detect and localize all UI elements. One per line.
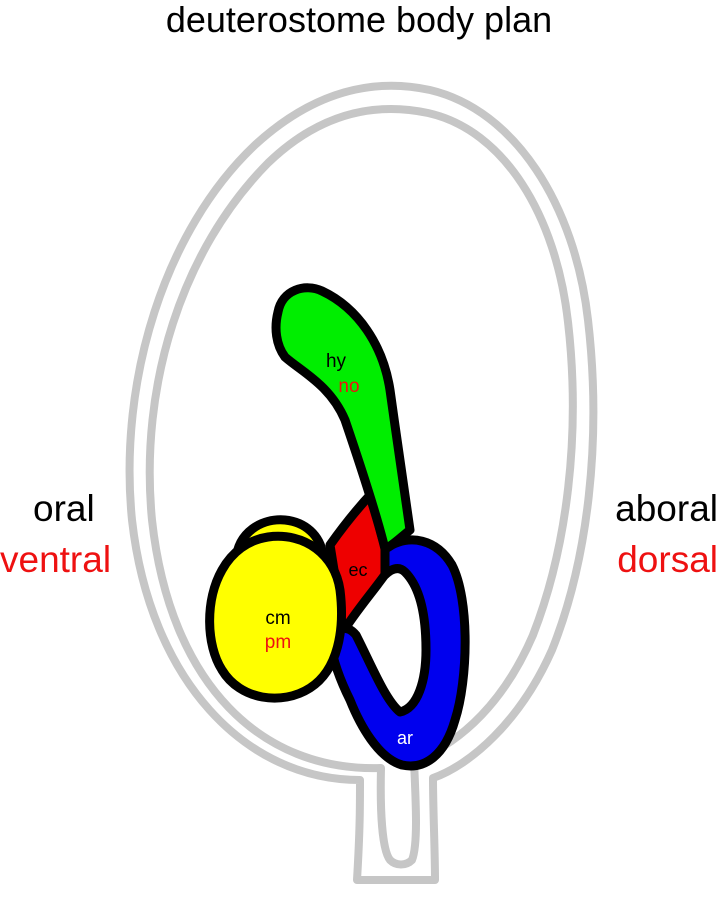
label-dorsal: dorsal xyxy=(617,539,718,580)
label-aboral: aboral xyxy=(615,488,718,529)
inner-body-contour xyxy=(145,105,577,869)
diagram-title: deuterostome body plan xyxy=(165,0,553,40)
coelom-sublabel: pm xyxy=(265,632,291,653)
label-oral: oral xyxy=(33,488,95,529)
enterocoel-label: ec xyxy=(348,560,367,580)
coelom-shape xyxy=(205,531,346,703)
outer-body-contour xyxy=(125,81,598,884)
hydrocoel-sublabel: no xyxy=(338,376,359,397)
coelom-label: cm xyxy=(265,608,290,629)
hydrocoel-label: hy xyxy=(326,351,347,372)
archenteron-label: ar xyxy=(397,728,413,748)
label-ventral: ventral xyxy=(0,539,112,580)
hydrocoel-shape xyxy=(271,283,415,554)
